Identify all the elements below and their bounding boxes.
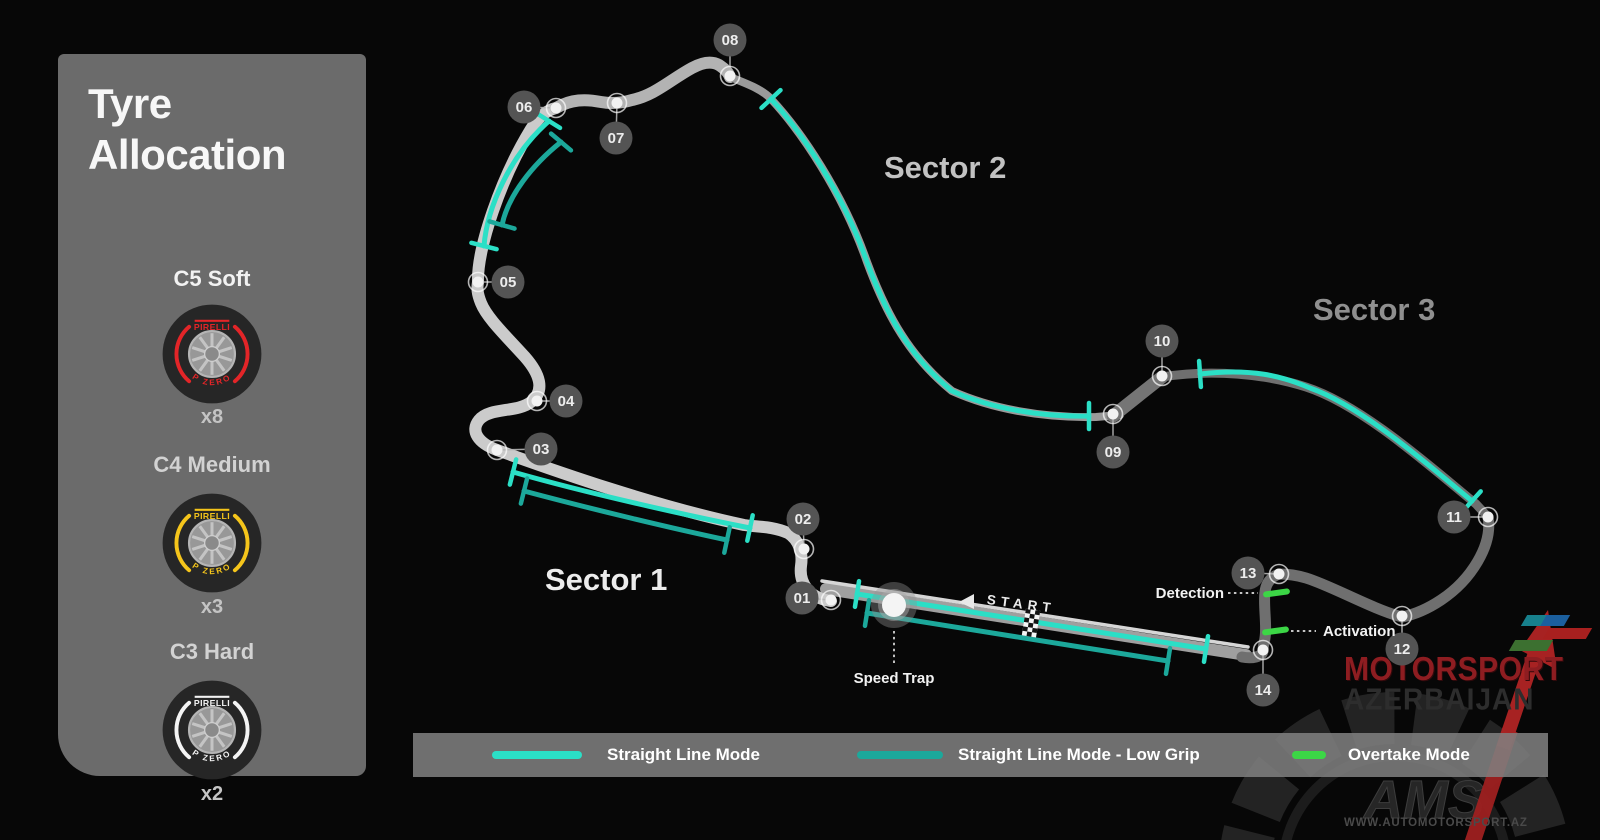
panel-title-line2: Allocation: [88, 131, 287, 178]
overtake-mode-label: Overtake Mode: [1348, 745, 1470, 764]
start-arrow-icon: [959, 594, 974, 609]
compound-label-medium: C4 Medium: [153, 452, 271, 477]
low-grip-mode-swatch: [857, 751, 943, 759]
corner-01: 01: [785, 581, 842, 615]
start-finish-flag-icon: [1021, 608, 1041, 638]
overtake-mode-swatch: [1292, 751, 1326, 759]
panel-title-line1: Tyre: [88, 80, 172, 127]
legend-bar: Straight Line Mode Straight Line Mode - …: [413, 733, 1548, 777]
svg-text:13: 13: [1240, 565, 1257, 582]
corner-10: 10: [1145, 324, 1179, 387]
compound-label-hard: C3 Hard: [169, 639, 255, 664]
svg-text:09: 09: [1105, 444, 1122, 461]
svg-text:07: 07: [608, 130, 625, 147]
drs-detection-marker: [1263, 588, 1290, 598]
drs-activation-marker: [1262, 626, 1289, 636]
svg-text:02: 02: [795, 511, 812, 528]
corner-07: 07: [599, 92, 633, 155]
medium-count: x3: [200, 596, 224, 618]
svg-text:04: 04: [558, 393, 575, 410]
svg-text:10: 10: [1154, 333, 1171, 350]
speed-trap-label: Speed Trap: [853, 670, 935, 687]
svg-text:12: 12: [1394, 641, 1411, 658]
svg-text:06: 06: [516, 99, 533, 116]
svg-text:01: 01: [794, 590, 811, 607]
corner-05: 05: [467, 265, 525, 299]
corner-02: 02: [786, 502, 820, 560]
lowgrip-mode-main: [864, 610, 1171, 664]
svg-text:05: 05: [500, 274, 517, 291]
sector-1-label: Sector 1: [545, 562, 668, 597]
panel-title: Tyre Allocation: [88, 78, 287, 180]
corner-13: 13: [1231, 556, 1290, 590]
straight-mode-climb: [481, 118, 552, 249]
hard-count: x2: [200, 783, 224, 805]
corner-09: 09: [1096, 403, 1130, 469]
track-12-13: [1273, 568, 1408, 623]
lowgrip-mode-sector1: [521, 488, 730, 543]
corner-06: 06: [507, 90, 567, 124]
corner-12: 12: [1385, 605, 1419, 666]
pirelli-brand-text: PIRELLI: [194, 698, 230, 708]
activation-label: Activation: [1323, 623, 1396, 640]
soft-count: x8: [200, 406, 224, 428]
straight-mode-sector2: [768, 96, 1092, 419]
corner-04: 04: [526, 384, 583, 418]
svg-text:08: 08: [722, 32, 739, 49]
corner-03: 03: [486, 432, 558, 466]
sector-3-label: Sector 3: [1313, 292, 1436, 327]
low-grip-mode-label: Straight Line Mode - Low Grip: [958, 745, 1200, 764]
track-11-12: [1396, 511, 1495, 623]
straight-mode-sector3: [1197, 369, 1475, 504]
straight-line-mode-swatch: [492, 751, 582, 759]
brand-name-motorsport: MOTORSPORT: [1344, 651, 1564, 688]
annotation-leaders: [893, 592, 1316, 666]
corner-markers: 01 02 03 04 05 06 07 08 09 10 11 12 13 14: [467, 23, 1499, 707]
lowgrip-mode-climb: [499, 139, 564, 228]
corner-14: 14: [1246, 639, 1280, 707]
svg-text:11: 11: [1446, 509, 1462, 526]
svg-text:03: 03: [533, 441, 550, 458]
sector-2-label: Sector 2: [884, 150, 1007, 185]
detection-label: Detection: [1155, 585, 1224, 602]
straight-line-mode-label: Straight Line Mode: [607, 745, 760, 764]
pirelli-brand-text: PIRELLI: [194, 511, 230, 521]
track-top: [550, 56, 736, 114]
compound-label-soft: C5 Soft: [173, 266, 251, 291]
track-esses: [469, 276, 546, 456]
corner-11: 11: [1437, 500, 1499, 534]
track-13-14: [1257, 568, 1285, 657]
pirelli-brand-text: PIRELLI: [194, 322, 230, 332]
track-sector1: [491, 444, 837, 607]
svg-text:14: 14: [1255, 682, 1272, 699]
mode-lines: [469, 87, 1483, 677]
straight-mode-sector1: [510, 469, 753, 531]
corner-08: 08: [713, 23, 747, 87]
speed-trap-icon: [871, 582, 917, 628]
brand-name-azerbaijan: AZERBAIJAN: [1344, 682, 1535, 717]
track-climb: [471, 102, 562, 288]
watermark-ams-text: AMS: [1362, 770, 1484, 830]
brand-url: WWW.AUTOMOTORSPORT.AZ: [1344, 817, 1528, 829]
